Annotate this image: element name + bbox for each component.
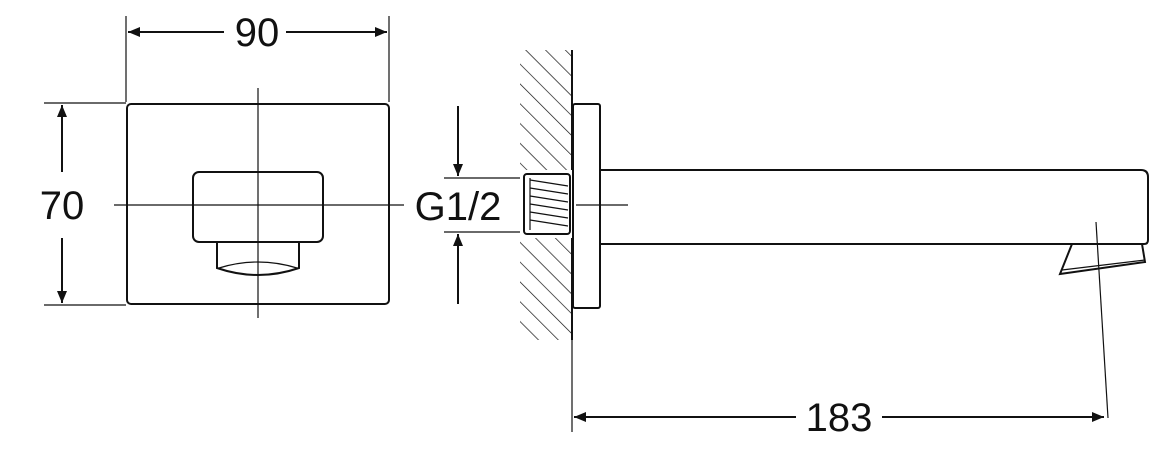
spout	[600, 169, 1149, 276]
front-view: 90 70	[40, 11, 404, 318]
height-label: 70	[40, 184, 85, 228]
flange-plate	[572, 103, 601, 309]
spout-axis-line	[1095, 221, 1109, 419]
threaded-connector	[523, 173, 571, 235]
width-label: 90	[235, 11, 280, 55]
length-dimension: 183	[571, 340, 1104, 440]
thread-label: G1/2	[415, 185, 502, 229]
width-dimension: 90	[125, 11, 390, 102]
wall-recess	[520, 170, 572, 238]
height-dimension: 70	[40, 102, 126, 306]
thread-dimension: G1/2	[415, 106, 528, 304]
length-label: 183	[806, 396, 873, 440]
side-view: G1/2	[415, 50, 1149, 440]
